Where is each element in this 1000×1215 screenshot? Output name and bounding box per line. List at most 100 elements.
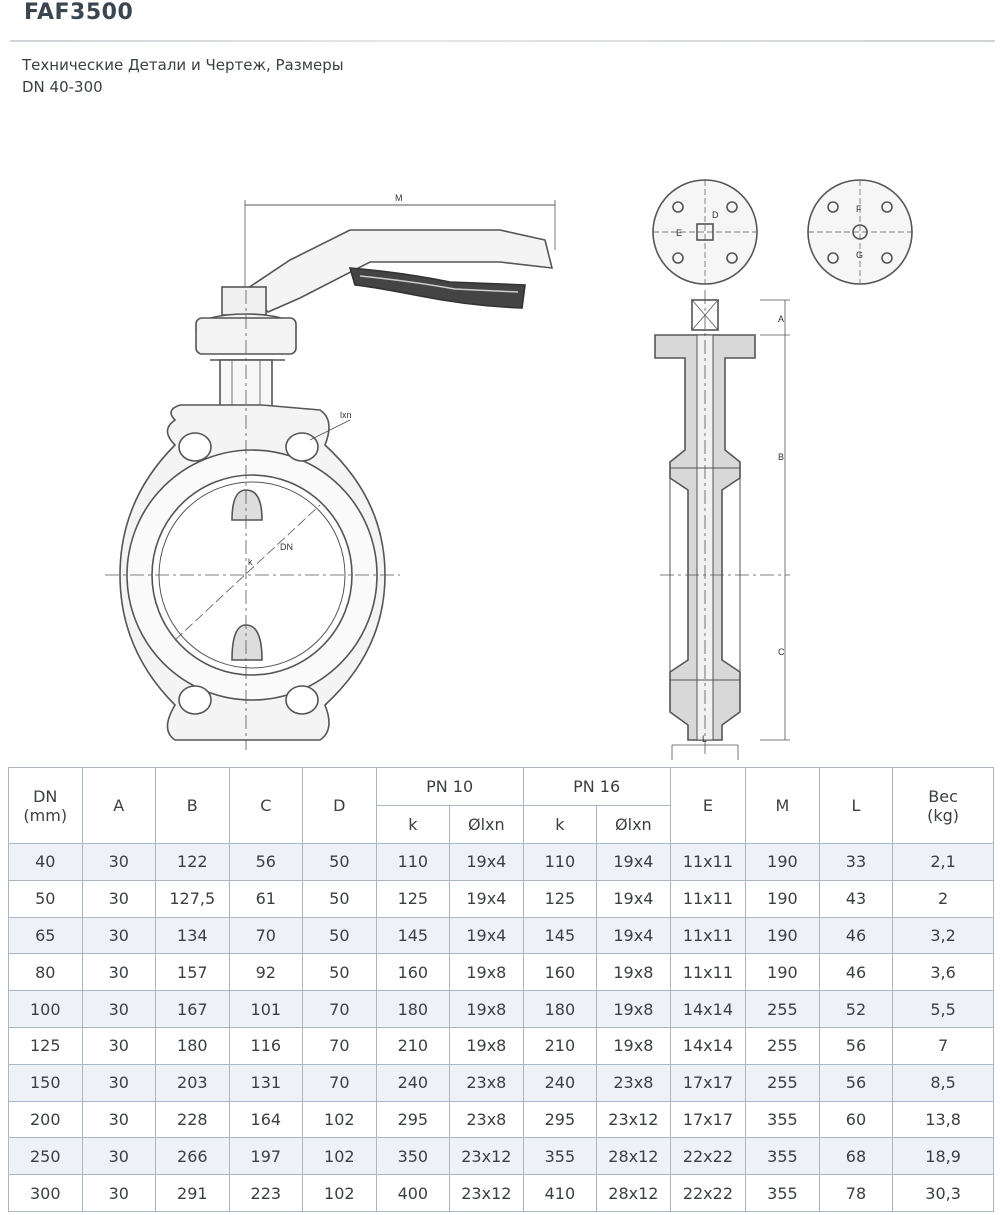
table-cell: 19x4	[596, 843, 671, 881]
table-cell: 164	[228, 1100, 304, 1139]
table-cell: 295	[375, 1100, 451, 1139]
table-cell: 160	[522, 953, 598, 992]
table-cell: 30	[81, 1174, 157, 1212]
col-pn16-lxn: Ølxn	[596, 805, 671, 844]
table-cell: 30	[81, 990, 157, 1028]
table-cell: 197	[228, 1137, 304, 1176]
table-cell: 43	[818, 879, 894, 918]
table-cell: 102	[302, 1137, 377, 1176]
table-cell: 355	[745, 1174, 820, 1212]
table-cell: 355	[745, 1137, 820, 1176]
table-cell: 30,3	[892, 1174, 994, 1212]
table-cell: 30	[81, 1026, 157, 1065]
table-cell: 400	[375, 1174, 451, 1212]
table-cell: 19x8	[596, 1026, 671, 1065]
table-cell: 65	[8, 916, 83, 955]
table-cell: 145	[522, 916, 598, 955]
table-cell: 18,9	[892, 1137, 994, 1176]
col-pn16: PN 16	[522, 767, 671, 806]
table-cell: 30	[81, 879, 157, 918]
table-cell: 300	[8, 1174, 83, 1212]
table-cell: 40	[8, 843, 83, 881]
table-cell: 190	[745, 879, 820, 918]
col-pn10: PN 10	[375, 767, 524, 806]
table-cell: 291	[155, 1174, 230, 1212]
table-cell: 180	[522, 990, 598, 1028]
table-cell: 255	[745, 990, 820, 1028]
table-cell: 68	[818, 1137, 894, 1176]
table-cell: 19x4	[596, 916, 671, 955]
table-cell: 70	[302, 990, 377, 1028]
table-cell: 19x8	[449, 1026, 524, 1065]
table-cell: 127,5	[155, 879, 230, 918]
table-cell: 5,5	[892, 990, 994, 1028]
table-cell: 30	[81, 1137, 157, 1176]
table-cell: 125	[8, 1026, 83, 1065]
dimensions-table-wrapper: DN(mm) A B C D PN 10 PN 16 E M L Вес(kg)…	[8, 767, 994, 1212]
label-k: k	[248, 557, 253, 567]
table-cell: 11x11	[669, 916, 747, 955]
table-cell: 19x8	[449, 953, 524, 992]
col-dn: DN(mm)	[8, 767, 83, 844]
table-cell: 355	[745, 1100, 820, 1139]
table-cell: 116	[228, 1026, 304, 1065]
table-cell: 14x14	[669, 990, 747, 1028]
table-cell: 50	[302, 953, 377, 992]
table-cell: 28x12	[596, 1174, 671, 1212]
table-cell: 3,6	[892, 953, 994, 992]
table-cell: 102	[302, 1174, 377, 1212]
table-cell: 11x11	[669, 953, 747, 992]
subtitle: Технические Детали и Чертеж, Размеры	[22, 56, 344, 74]
label-m: M	[395, 193, 403, 203]
table-cell: 8,5	[892, 1063, 994, 1102]
label-b: B	[778, 452, 784, 462]
table-cell: 210	[522, 1026, 598, 1065]
label-l: L	[702, 734, 707, 744]
table-cell: 210	[375, 1026, 451, 1065]
dimensions-table: DN(mm) A B C D PN 10 PN 16 E M L Вес(kg)…	[8, 767, 994, 1212]
col-c: C	[228, 767, 304, 844]
table-cell: 30	[81, 916, 157, 955]
table-cell: 23x12	[449, 1174, 524, 1212]
table-cell: 70	[302, 1063, 377, 1102]
table-cell: 50	[302, 843, 377, 881]
table-cell: 13,8	[892, 1100, 994, 1139]
table-cell: 78	[818, 1174, 894, 1212]
label-d: D	[712, 210, 719, 220]
col-e: E	[669, 767, 747, 844]
table-cell: 200	[8, 1100, 83, 1139]
table-cell: 150	[8, 1063, 83, 1102]
col-b: B	[155, 767, 230, 844]
table-cell: 22x22	[669, 1137, 747, 1176]
title-divider	[10, 40, 995, 42]
table-cell: 125	[522, 879, 598, 918]
table-cell: 19x8	[596, 990, 671, 1028]
table-cell: 30	[81, 953, 157, 992]
table-cell: 110	[522, 843, 598, 881]
table-cell: 102	[302, 1100, 377, 1139]
table-cell: 100	[8, 990, 83, 1028]
table-cell: 23x8	[596, 1063, 671, 1102]
table-cell: 180	[155, 1026, 230, 1065]
table-cell: 60	[818, 1100, 894, 1139]
table-cell: 355	[522, 1137, 598, 1176]
table-cell: 50	[8, 879, 83, 918]
table-cell: 56	[818, 1063, 894, 1102]
table-cell: 255	[745, 1026, 820, 1065]
table-cell: 240	[375, 1063, 451, 1102]
table-cell: 61	[228, 879, 304, 918]
table-cell: 255	[745, 1063, 820, 1102]
col-weight: Вес(kg)	[892, 767, 994, 844]
table-cell: 80	[8, 953, 83, 992]
col-pn10-k: k	[375, 805, 451, 844]
table-cell: 180	[375, 990, 451, 1028]
table-cell: 23x12	[449, 1137, 524, 1176]
table-cell: 52	[818, 990, 894, 1028]
